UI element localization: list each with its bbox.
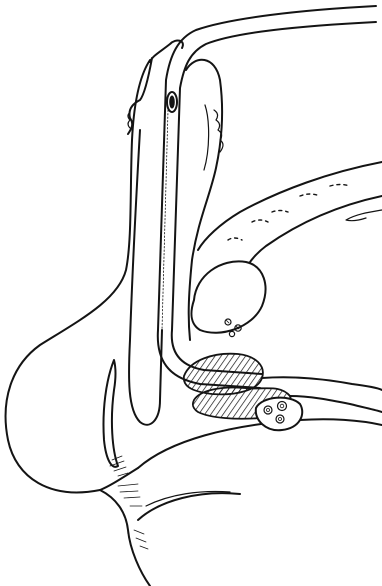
shaft-inner-column: [129, 130, 162, 425]
oval-space: [192, 261, 266, 336]
tip-fold: [128, 41, 183, 134]
lower-contour: [138, 492, 240, 520]
tip-opening-dark: [169, 96, 175, 109]
sac-inner-fold: [103, 360, 118, 467]
